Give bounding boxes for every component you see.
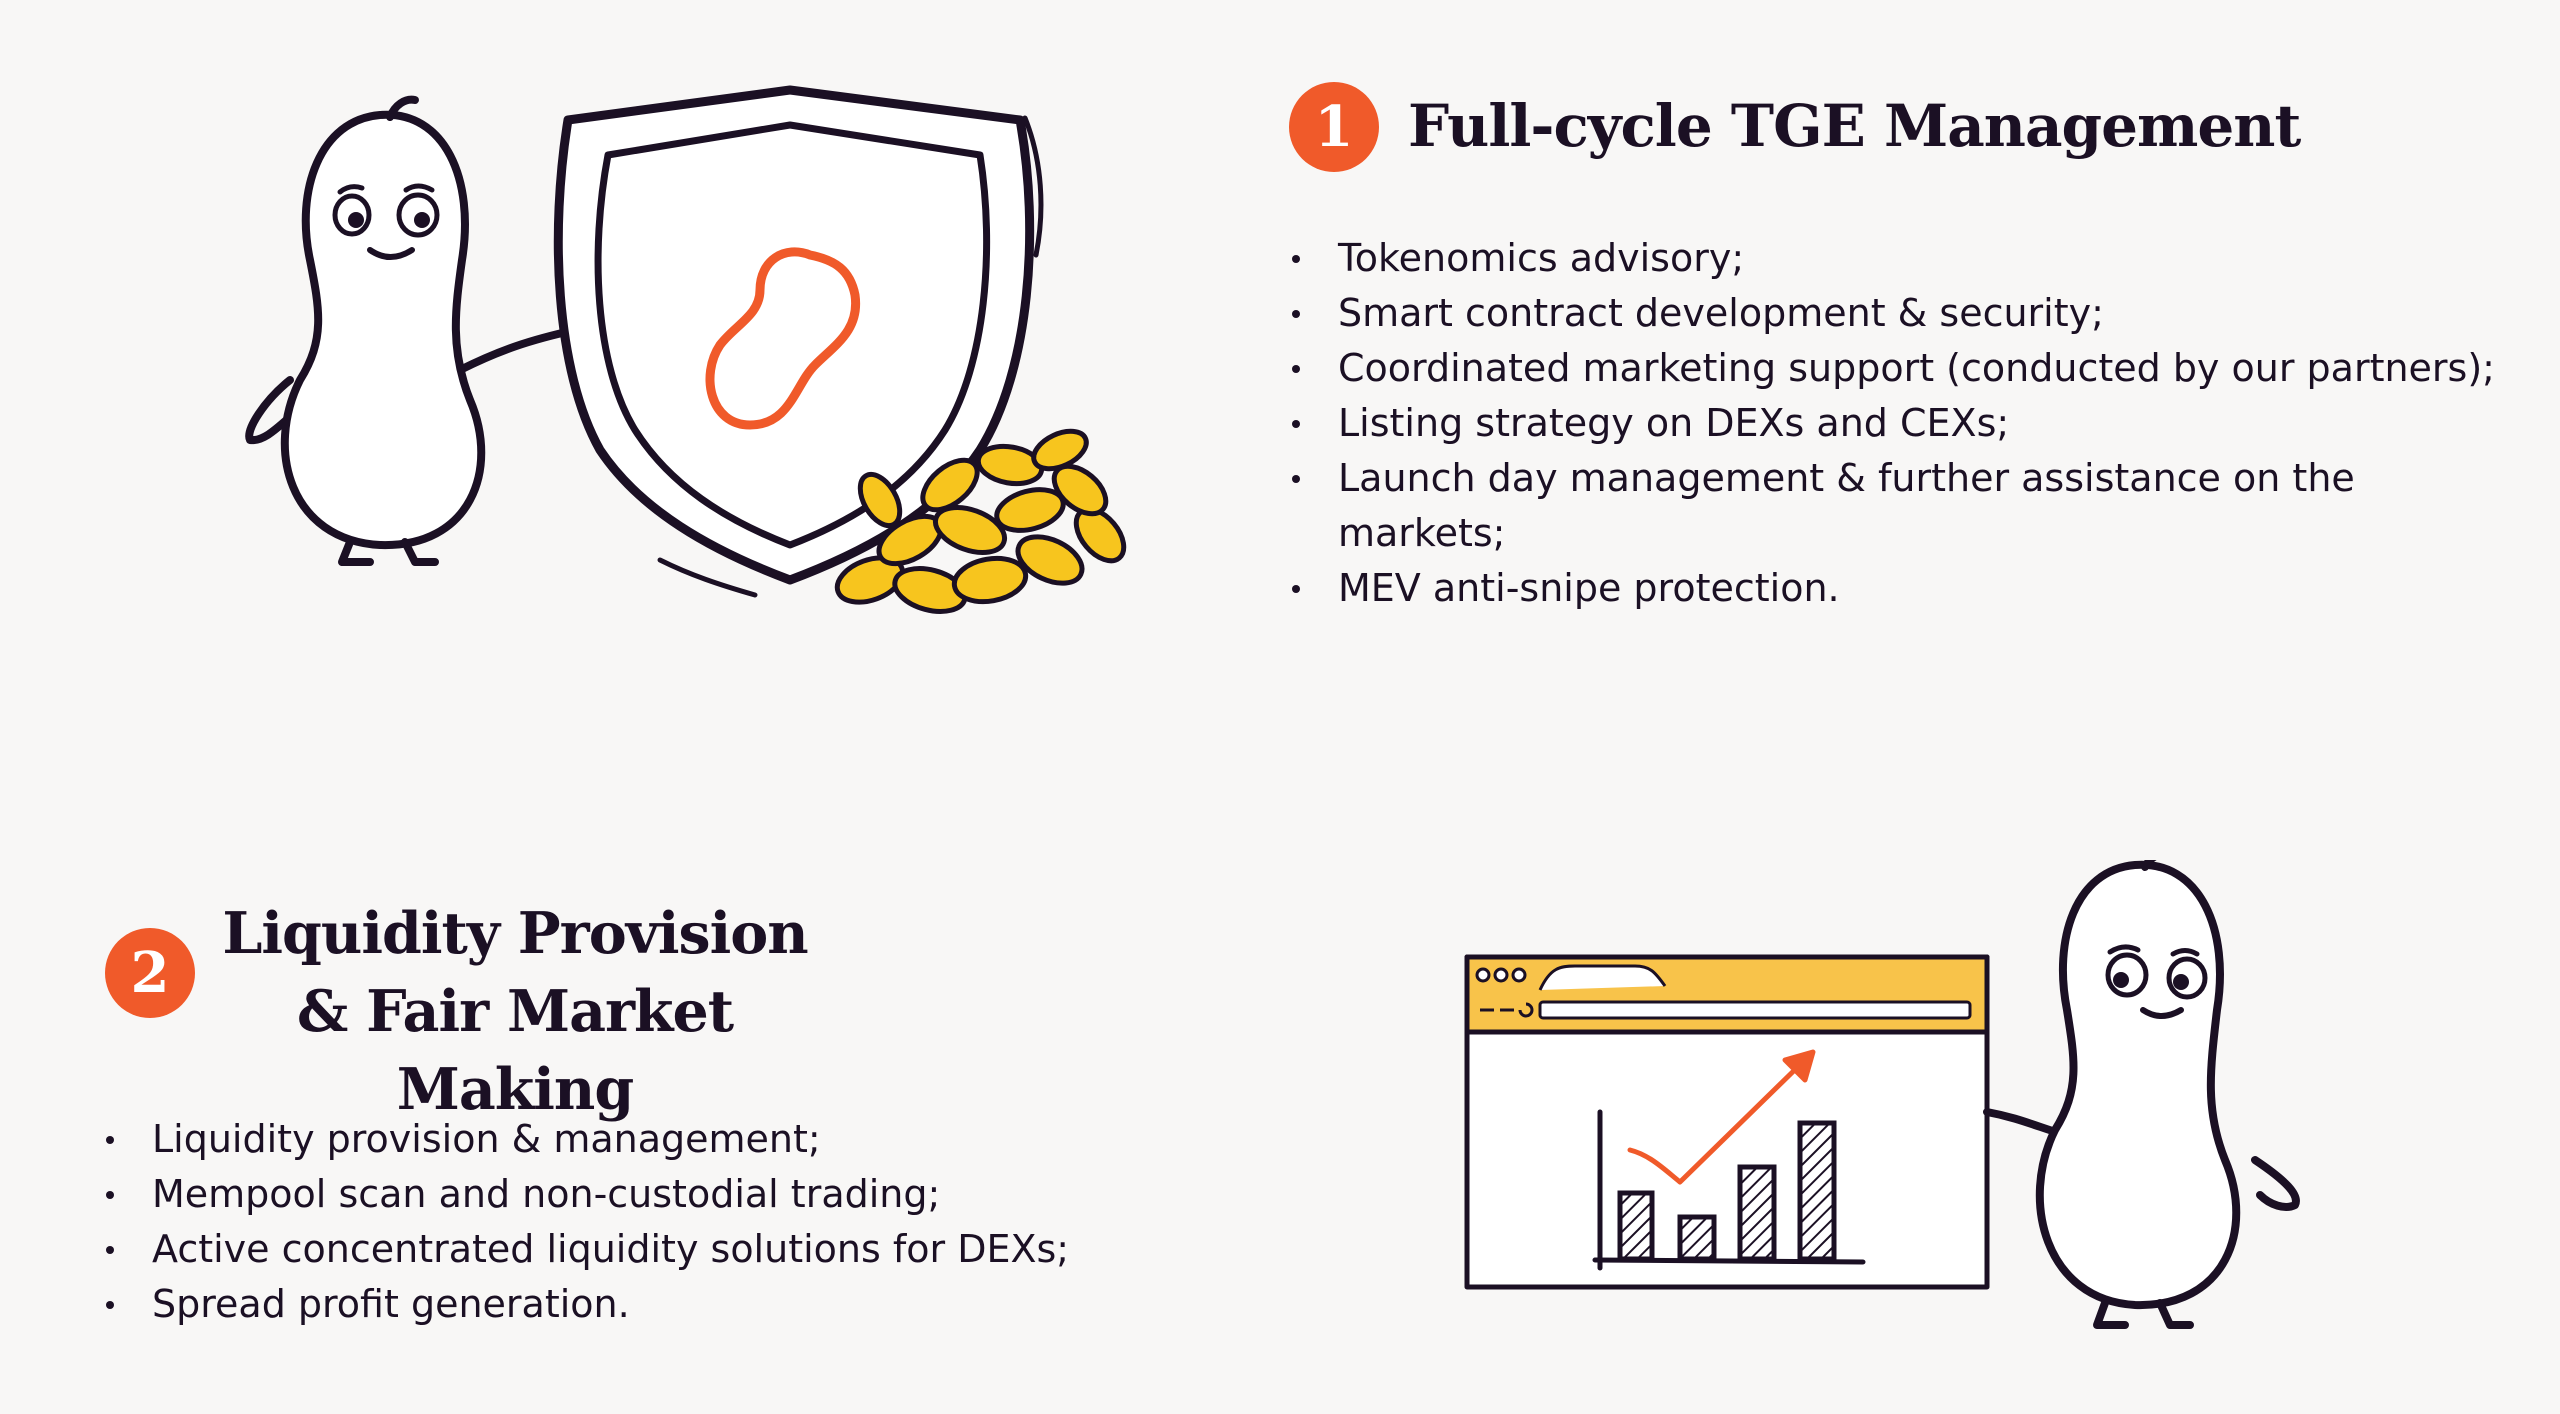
list-item: Smart contract development & security; (1288, 286, 2538, 341)
list-item: Spread profit generation. (102, 1277, 1102, 1332)
list-item: Liquidity provision & management; (102, 1112, 1102, 1167)
list-item: Launch day management & further assistan… (1288, 451, 2358, 561)
list-item: Tokenomics advisory; (1288, 231, 2538, 286)
list-item: MEV anti-snipe protection. (1288, 561, 2538, 616)
peanut-mascot-icon (245, 95, 579, 566)
feature-list: Liquidity provision & management; Mempoo… (102, 1112, 1102, 1332)
peanut-pile-icon (834, 428, 1127, 614)
list-item: Active concentrated liquidity solutions … (102, 1222, 1102, 1277)
section-number-badge: 2 (105, 928, 195, 1018)
list-item: Listing strategy on DEXs and CEXs; (1288, 396, 2538, 451)
section-number-badge: 1 (1289, 82, 1379, 172)
section-title: Full-cycle TGE Management (1408, 92, 2301, 160)
section-title: Liquidity Provision & Fair Market Making (222, 900, 808, 1123)
list-item: Coordinated marketing support (conducted… (1288, 341, 2538, 396)
shield-illustration (245, 85, 1127, 614)
list-item: Mempool scan and non-custodial trading; (102, 1167, 1102, 1222)
feature-list: Tokenomics advisory; Smart contract deve… (1288, 231, 2538, 616)
bar-chart-icon (1592, 1109, 1866, 1271)
shield-icon (553, 85, 1044, 598)
browser-window-icon (1464, 954, 1990, 1290)
chart-illustration (1464, 860, 2300, 1329)
peanut-logo-icon (705, 247, 861, 430)
peanut-mascot-icon (1983, 860, 2300, 1329)
trend-arrow-icon (1627, 1049, 1816, 1185)
